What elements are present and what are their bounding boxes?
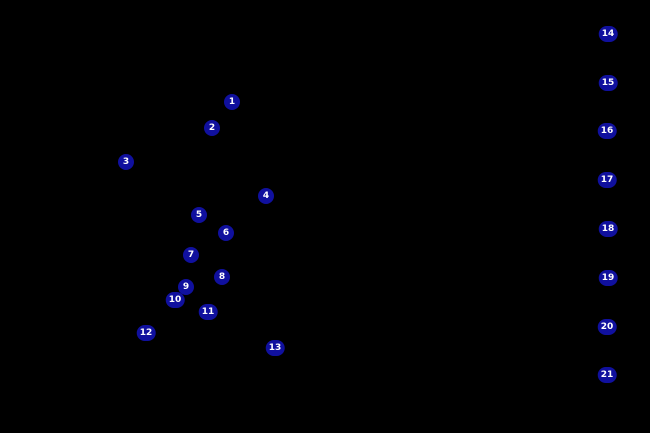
numbered-marker-10[interactable]: 10 [165, 292, 185, 308]
numbered-marker-19[interactable]: 19 [598, 270, 618, 286]
numbered-marker-15[interactable]: 15 [598, 75, 618, 91]
numbered-marker-12[interactable]: 12 [136, 325, 156, 341]
numbered-marker-5[interactable]: 5 [191, 207, 207, 223]
numbered-marker-3[interactable]: 3 [118, 154, 134, 170]
numbered-marker-18[interactable]: 18 [598, 221, 618, 237]
numbered-marker-16[interactable]: 16 [597, 123, 617, 139]
numbered-marker-1[interactable]: 1 [224, 94, 240, 110]
numbered-marker-11[interactable]: 11 [198, 304, 218, 320]
numbered-marker-6[interactable]: 6 [218, 225, 234, 241]
numbered-marker-20[interactable]: 20 [597, 319, 617, 335]
numbered-marker-7[interactable]: 7 [183, 247, 199, 263]
numbered-marker-21[interactable]: 21 [597, 367, 617, 383]
numbered-marker-2[interactable]: 2 [204, 120, 220, 136]
numbered-marker-9[interactable]: 9 [178, 279, 194, 295]
numbered-marker-13[interactable]: 13 [265, 340, 285, 356]
numbered-marker-4[interactable]: 4 [258, 188, 274, 204]
numbered-marker-8[interactable]: 8 [214, 269, 230, 285]
numbered-marker-14[interactable]: 14 [598, 26, 618, 42]
numbered-marker-17[interactable]: 17 [597, 172, 617, 188]
